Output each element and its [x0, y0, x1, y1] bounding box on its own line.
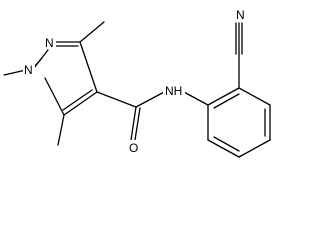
- atom-label-nitrile-n: N: [236, 8, 245, 22]
- structure-diagram: N N O NH N: [3, 8, 271, 158]
- bond-c4-carbonyl: [96, 91, 137, 108]
- bond-carbonyl-nh: [135, 90, 167, 108]
- atom-label-n-upper: N: [45, 36, 54, 50]
- nitrile-group: [235, 22, 243, 89]
- bond-b2-b3: [238, 87, 271, 106]
- bond-n-methyl: [3, 69, 27, 76]
- bond-c4-c5-outer: [63, 91, 98, 116]
- bond-b5-b6-inner: [213, 136, 240, 152]
- bond-b1-b2-inner: [213, 93, 240, 109]
- bond-nh-aryl: [181, 90, 209, 106]
- atom-label-n-methyl: N: [24, 63, 33, 77]
- bond-c4-c5-inner: [62, 89, 93, 111]
- methyl-groups: [3, 21, 105, 146]
- bond-c5-n1methyl: [44, 77, 65, 116]
- bond-co-outer: [130, 106, 137, 141]
- bond-c3-methyl: [79, 21, 105, 43]
- atom-label-oxygen: O: [129, 141, 138, 155]
- benzene-ring: [207, 87, 271, 158]
- bond-c5-methyl: [57, 114, 65, 146]
- bond-c3-c4: [79, 41, 98, 93]
- bond-co-inner: [134, 107, 141, 141]
- bond-b4-b5: [238, 139, 271, 158]
- pyrazole-ring: [33, 41, 98, 116]
- bond-n2-n1-ring: [33, 49, 49, 69]
- atom-label-amide-nh: NH: [165, 84, 182, 98]
- bond-b1-b2: [207, 87, 240, 106]
- bond-b5-b6: [207, 139, 240, 158]
- carboxamide: [96, 90, 209, 141]
